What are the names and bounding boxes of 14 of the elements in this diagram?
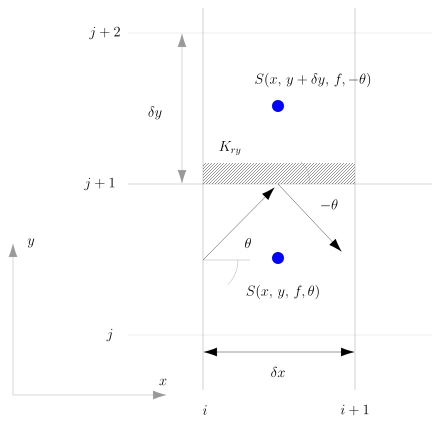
axis-label: $y$ <box>28 238 34 248</box>
angle-label: $-\theta$ <box>321 199 338 210</box>
dimension-label: $\delta x$ <box>271 366 285 378</box>
angle-label: $\theta$ <box>245 238 251 248</box>
row-label: $j+2$ <box>89 26 120 40</box>
point-label: $S(x,\, y+\delta y,\, f, -\theta)$ <box>255 72 370 88</box>
column-label: $i+1$ <box>340 404 368 416</box>
column-label: $i$ <box>203 405 207 415</box>
row-label: $j+1$ <box>84 178 114 190</box>
point-label: $S(x,\, y,\, f, \theta)$ <box>246 284 319 300</box>
row-label: $j$ <box>106 328 112 342</box>
axis-label: $x$ <box>159 378 166 386</box>
dimension-label: $\delta y$ <box>148 106 162 120</box>
wall-label: $K_{ry}$ <box>219 141 240 156</box>
